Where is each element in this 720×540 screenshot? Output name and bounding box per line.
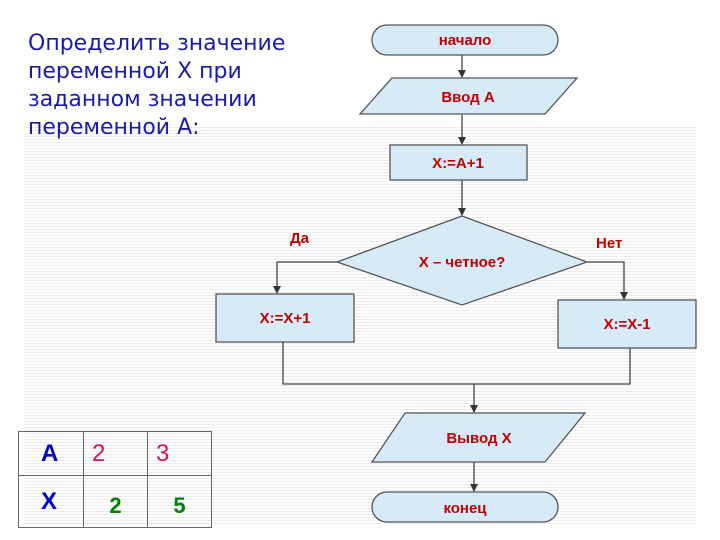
assign-node: Х:=А+1 xyxy=(389,144,528,181)
end-node-label: конец xyxy=(443,500,487,517)
input-node-label: Ввод А xyxy=(441,89,495,106)
line-no-merge xyxy=(474,348,631,385)
no-branch-label: Нет xyxy=(596,235,622,252)
yes-action-label: Х:=Х+1 xyxy=(260,310,311,327)
end-node: конец xyxy=(371,491,559,523)
decision-node-label: Х – четное? xyxy=(419,254,506,271)
decision-node: Х – четное? xyxy=(335,215,589,306)
arrow-yes-branch xyxy=(273,261,337,294)
value-table: А 2 3 Х 2 5 xyxy=(18,431,212,528)
start-node-label: начало xyxy=(439,32,492,49)
line-yes-merge xyxy=(282,342,474,385)
start-node: начало xyxy=(371,24,559,56)
output-node: Вывод Х xyxy=(370,412,587,463)
row-x-value-1: 2 xyxy=(83,475,148,528)
yes-branch-label: Да xyxy=(290,230,310,247)
task-description: Определить значение переменной Х при зад… xyxy=(28,31,286,140)
table-row-a: А 2 3 xyxy=(18,431,212,476)
row-a-value-2: 3 xyxy=(147,431,212,476)
row-a-header: А xyxy=(18,431,84,476)
no-action-label: Х:=Х-1 xyxy=(603,316,650,333)
table-row-x: Х 2 5 xyxy=(18,475,212,528)
row-x-header: Х xyxy=(18,475,84,528)
row-a-value-1: 2 xyxy=(83,431,148,476)
no-action-node: Х:=Х-1 xyxy=(557,299,697,349)
assign-node-label: Х:=А+1 xyxy=(432,155,484,172)
connectors xyxy=(273,55,631,492)
output-node-label: Вывод Х xyxy=(446,430,511,447)
input-node: Ввод А xyxy=(358,77,579,115)
yes-action-node: Х:=Х+1 xyxy=(215,293,355,343)
arrow-no-branch xyxy=(587,261,628,300)
row-x-value-2: 5 xyxy=(147,475,212,528)
